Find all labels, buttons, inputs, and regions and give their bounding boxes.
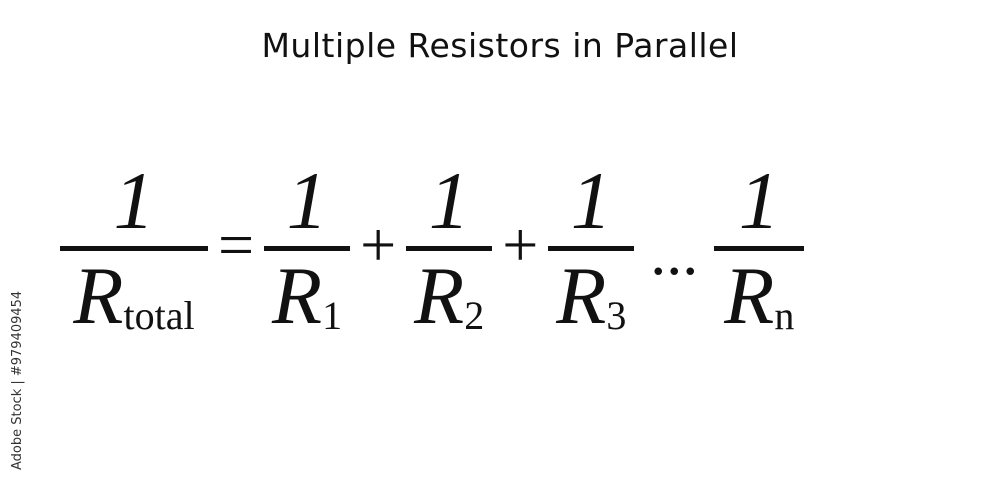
denominator: R1 (272, 250, 343, 341)
fraction-r3: 1 R3 (548, 155, 635, 341)
diagram-title: Multiple Resistors in Parallel (261, 26, 739, 65)
fraction-bar (60, 246, 208, 251)
denominator: Rn (724, 250, 795, 341)
fraction-r2: 1 R2 (406, 155, 493, 341)
fraction-bar (264, 246, 351, 251)
equals-sign: = (218, 208, 255, 280)
denominator: R2 (414, 250, 485, 341)
fraction-bar (714, 246, 805, 251)
watermark-container: Adobe Stock | #979409454 (10, 291, 189, 485)
fraction-rn: 1 Rn (714, 155, 805, 341)
plus-sign: + (502, 208, 539, 280)
numerator: 1 (738, 155, 780, 246)
fraction-bar (406, 246, 493, 251)
numerator: 1 (570, 155, 612, 246)
ellipsis: ... (650, 216, 699, 288)
plus-sign: + (360, 208, 397, 280)
denominator: R3 (556, 250, 627, 341)
parallel-resistance-equation: 1 Rtotal = 1 R1 + 1 R2 + 1 R3 ... 1 Rn (60, 155, 805, 341)
fraction-r1: 1 R1 (264, 155, 351, 341)
stock-watermark: Adobe Stock | #979409454 (10, 290, 25, 470)
fraction-r-total: 1 Rtotal (60, 160, 208, 337)
fraction-bar (548, 246, 635, 251)
numerator: 1 (286, 155, 328, 246)
numerator: 1 (113, 155, 155, 246)
numerator: 1 (428, 155, 470, 246)
denominator: Rtotal (73, 250, 195, 341)
